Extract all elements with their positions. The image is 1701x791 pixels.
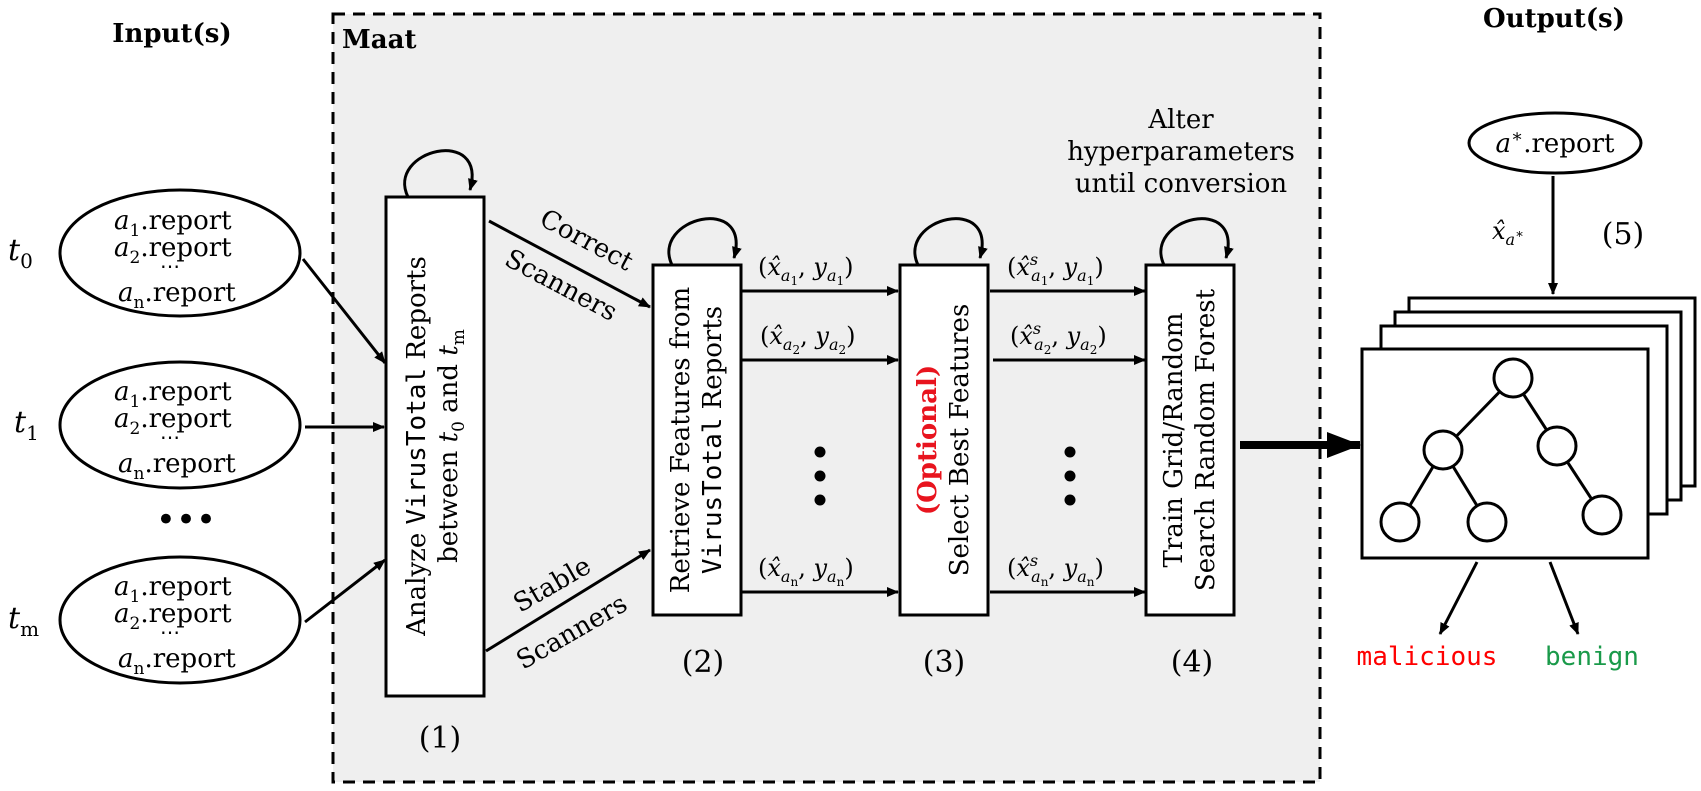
- step4-note-line3: until conversion: [1075, 169, 1288, 199]
- step5-number: (5): [1602, 217, 1645, 252]
- step2-box: Retrieve Features from VirusTotal Report…: [651, 217, 743, 617]
- step4-label-line2: Search Random Forest: [1191, 288, 1221, 591]
- benign-label: benign: [1545, 642, 1639, 672]
- input-group-t1: t1 a1.report a2.report ⋯ an.report: [14, 360, 302, 490]
- step4-box: Train Grid/Random Search Random Forest: [1144, 217, 1236, 617]
- time-label: t1: [14, 405, 39, 445]
- self-loop: [667, 217, 742, 266]
- query-report-label: a∗.report: [1495, 126, 1615, 159]
- report-line: a1.report: [114, 206, 232, 241]
- step1-label-line2: between t0 and tm: [434, 329, 469, 563]
- time-label: t0: [8, 233, 33, 273]
- report-line: a1.report: [114, 377, 232, 412]
- step1-label-line1: Analyze VirusTotal Reports: [402, 256, 432, 637]
- outputs-heading: Output(s): [1483, 4, 1625, 34]
- malicious-label: malicious: [1357, 642, 1498, 672]
- step1-box: Analyze VirusTotal Reports between t0 an…: [384, 149, 486, 698]
- maat-heading: Maat: [342, 25, 416, 55]
- report-line: a2.report: [114, 404, 232, 439]
- input-group-tm: tm a1.report a2.report ⋯ an.report: [8, 555, 302, 685]
- step3-box: (Optional) Select Best Features: [898, 217, 990, 617]
- step1-number: (1): [419, 721, 462, 756]
- decision-tree-icon: [1379, 357, 1623, 543]
- self-loop: [403, 149, 478, 198]
- input-ellipse: [58, 360, 302, 490]
- time-label: tm: [8, 601, 39, 641]
- input-group-t0: t0 a1.report a2.report ⋯ an.report: [8, 188, 302, 318]
- report-line: an.report: [118, 644, 236, 679]
- report-line: a2.report: [114, 233, 232, 268]
- self-loop: [913, 217, 988, 266]
- step3-label: Select Best Features: [945, 304, 975, 577]
- vertical-ellipsis: [1064, 446, 1076, 506]
- report-ellipsis: ⋯: [160, 620, 180, 644]
- report-line: an.report: [118, 449, 236, 484]
- input-ellipse: [58, 555, 302, 685]
- arrow-to-benign: [1548, 561, 1580, 635]
- step2-number: (2): [682, 645, 725, 680]
- report-line: a2.report: [114, 599, 232, 634]
- step3-optional-label: (Optional): [913, 365, 943, 515]
- report-ellipsis: ⋯: [160, 254, 180, 278]
- input-ellipse: [58, 188, 302, 318]
- input-ellipsis: •••: [156, 500, 216, 540]
- step4-number: (4): [1171, 645, 1214, 680]
- arrow-correct-scanners: [488, 219, 651, 309]
- arrow-t0-to-step1: [301, 258, 387, 364]
- step2-label-line1: Retrieve Features from: [666, 287, 696, 593]
- report-ellipsis: ⋯: [160, 425, 180, 449]
- arrow-tm-to-step1: [304, 558, 386, 624]
- vertical-ellipsis: [814, 446, 826, 506]
- step4-note-line2: hyperparameters: [1067, 137, 1295, 167]
- step2-label-line2: VirusTotal Reports: [698, 306, 728, 574]
- report-line: a1.report: [114, 572, 232, 607]
- arrow-stable-scanners: [485, 548, 651, 653]
- step4-note-line1: Alter: [1147, 105, 1214, 135]
- step4-label-line1: Train Grid/Random: [1159, 313, 1189, 568]
- step3-number: (3): [923, 645, 966, 680]
- query-node: a∗.report: [1467, 111, 1643, 175]
- inputs-heading: Input(s): [112, 19, 231, 49]
- arrow-to-malicious: [1438, 561, 1479, 635]
- self-loop: [1159, 217, 1234, 266]
- query-feature-label: x̂a∗: [1492, 217, 1524, 249]
- report-line: an.report: [118, 278, 236, 313]
